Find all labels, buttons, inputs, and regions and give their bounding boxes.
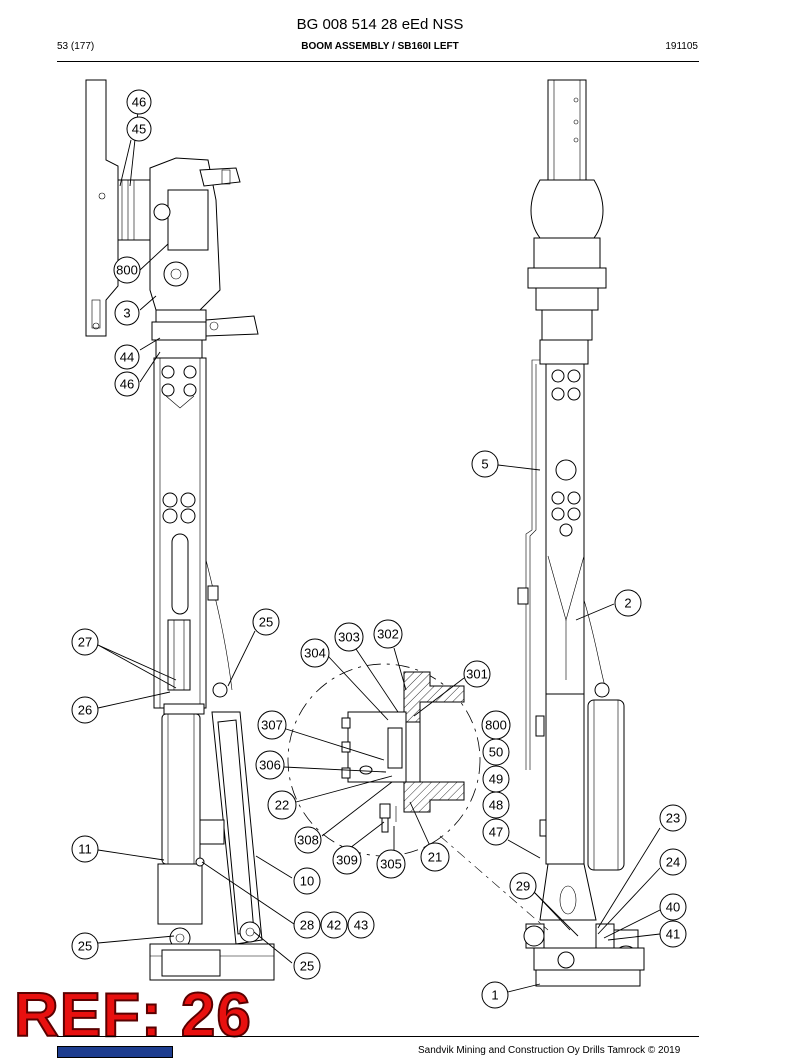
svg-text:43: 43 (354, 918, 368, 933)
callout-40: 40 (659, 893, 687, 921)
callout-3: 3 (114, 300, 140, 326)
header-rule (57, 61, 699, 62)
callout-302: 302 (373, 619, 403, 649)
callout-1: 1 (481, 981, 509, 1009)
right-boom-view (517, 79, 645, 987)
callout-25b: 25 (71, 932, 99, 960)
callout-304: 304 (300, 638, 330, 668)
svg-text:11: 11 (78, 842, 92, 857)
leader-lines (97, 101, 661, 993)
callout-303: 303 (334, 622, 364, 652)
svg-text:45: 45 (132, 122, 146, 137)
detail-view (287, 663, 549, 931)
svg-text:25: 25 (78, 939, 92, 954)
callout-46a: 46 (126, 89, 152, 115)
callout-44: 44 (114, 344, 140, 370)
callout-42: 42 (320, 911, 348, 939)
svg-text:305: 305 (380, 857, 402, 872)
svg-text:306: 306 (259, 758, 281, 773)
document-id: BG 008 514 28 eEd NSS (296, 16, 464, 33)
page-number: 53 (177) (57, 41, 95, 52)
svg-text:25: 25 (300, 959, 314, 974)
callout-301: 307 (257, 710, 287, 740)
callout-26: 26 (71, 696, 99, 724)
sandvik-logo (57, 1046, 173, 1058)
svg-text:47: 47 (489, 825, 503, 840)
footer-rule (57, 1036, 699, 1037)
callout-306: 22 (267, 790, 297, 820)
svg-text:42: 42 (327, 918, 341, 933)
callout-305: 21 (420, 842, 450, 872)
callout-24: 24 (659, 848, 687, 876)
svg-text:10: 10 (300, 874, 314, 889)
callout-10: 10 (293, 867, 321, 895)
svg-text:28: 28 (300, 918, 314, 933)
ref-label: REF: 26 (13, 981, 252, 1050)
svg-text:5: 5 (481, 457, 488, 472)
svg-text:44: 44 (120, 350, 134, 365)
svg-text:49: 49 (489, 772, 503, 787)
svg-text:48: 48 (489, 798, 503, 813)
svg-text:2: 2 (624, 596, 631, 611)
callout-46b: 46 (114, 371, 140, 397)
callout-27: 27 (71, 628, 99, 656)
callout-308: 309 (332, 845, 362, 875)
callout-48: 48 (482, 791, 510, 819)
callout-47: 47 (482, 818, 510, 846)
svg-text:26: 26 (78, 703, 92, 718)
callout-307: 306 (255, 750, 285, 780)
callout-49: 49 (482, 765, 510, 793)
section-title: BOOM ASSEMBLY / SB160I LEFT (301, 41, 459, 52)
svg-text:27: 27 (78, 635, 92, 650)
svg-text:24: 24 (666, 855, 680, 870)
callout-45: 45 (126, 116, 152, 142)
svg-text:21: 21 (428, 850, 442, 865)
callout-21: 301 (463, 660, 491, 688)
callout-22: 308 (294, 826, 322, 854)
svg-text:41: 41 (666, 927, 680, 942)
revision-date: 191105 (665, 41, 698, 52)
callout-25a: 25 (252, 608, 280, 636)
svg-text:800: 800 (485, 718, 507, 733)
svg-text:22: 22 (275, 798, 289, 813)
callout-5: 5 (471, 450, 499, 478)
svg-text:3: 3 (123, 306, 130, 321)
svg-text:302: 302 (377, 627, 399, 642)
callout-23: 23 (659, 804, 687, 832)
svg-text:308: 308 (297, 833, 319, 848)
callout-2: 2 (614, 589, 642, 617)
svg-text:303: 303 (338, 630, 360, 645)
callout-28: 28 (293, 911, 321, 939)
callout-800a: 800 (113, 256, 141, 284)
svg-text:301: 301 (466, 667, 488, 682)
callout-11: 11 (71, 835, 99, 863)
svg-text:800: 800 (116, 263, 138, 278)
callout-309: 305 (376, 849, 406, 879)
callout-25c: 25 (293, 952, 321, 980)
svg-text:40: 40 (666, 900, 680, 915)
svg-text:29: 29 (516, 879, 530, 894)
svg-text:46: 46 (132, 95, 146, 110)
svg-text:304: 304 (304, 646, 326, 661)
callout-43: 43 (347, 911, 375, 939)
callout-800b: 800 (481, 710, 511, 740)
callout-29: 29 (509, 872, 537, 900)
left-boom-view (85, 79, 275, 981)
callout-50: 50 (482, 738, 510, 766)
svg-text:307: 307 (261, 718, 283, 733)
svg-text:309: 309 (336, 853, 358, 868)
svg-text:23: 23 (666, 811, 680, 826)
svg-text:25: 25 (259, 615, 273, 630)
svg-text:46: 46 (120, 377, 134, 392)
svg-text:50: 50 (489, 745, 503, 760)
svg-text:1: 1 (491, 988, 498, 1003)
footer-copyright: Sandvik Mining and Construction Oy Drill… (418, 1045, 681, 1056)
callout-41: 41 (659, 920, 687, 948)
